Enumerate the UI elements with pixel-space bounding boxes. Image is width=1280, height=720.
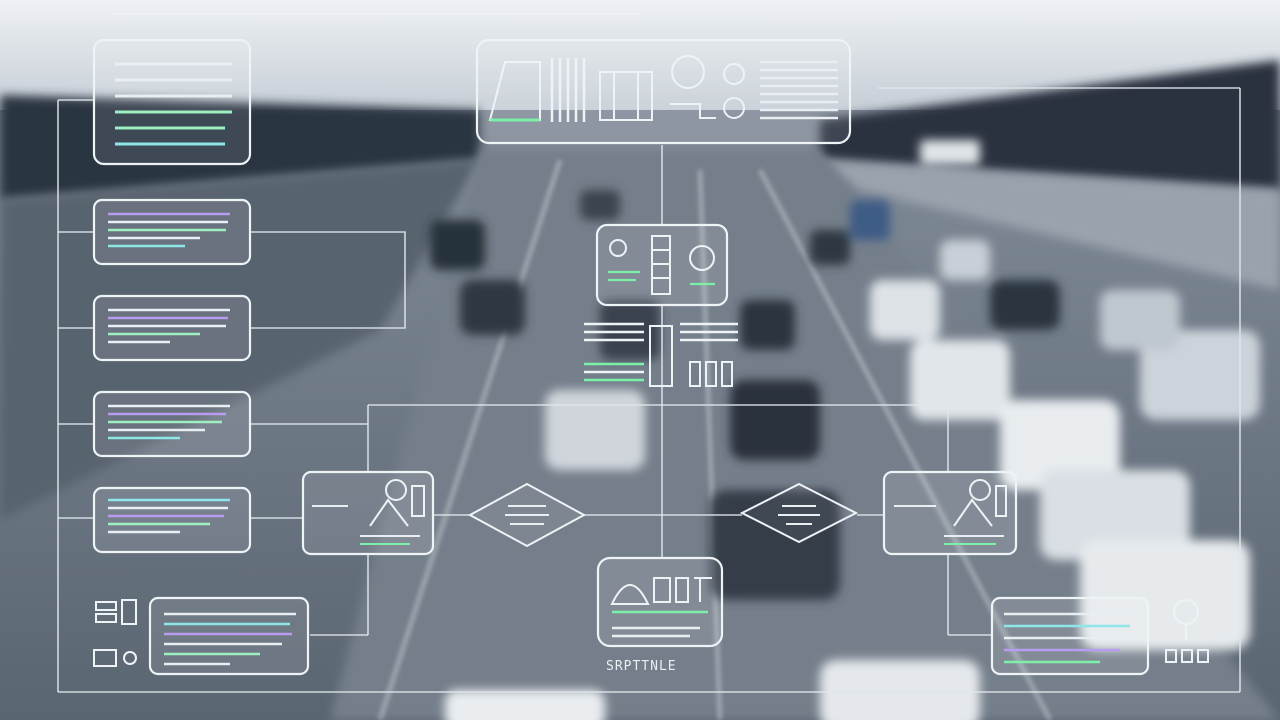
panel-center-middle [595, 223, 729, 307]
panel-left-2 [92, 198, 252, 266]
panel-bottom-center [596, 556, 724, 648]
panel-mid-left [301, 470, 435, 556]
panel-left-4 [92, 390, 252, 458]
panel-left-3 [92, 294, 252, 362]
network-node-icon [1165, 599, 1209, 663]
panel-bottom-right [990, 596, 1150, 676]
document-icon [584, 322, 738, 387]
panel-bottom-left [148, 596, 310, 676]
flowchart-icon [610, 577, 712, 605]
chart-icon [488, 58, 653, 122]
decision-diamond-right [739, 482, 859, 544]
server-icon [93, 599, 137, 667]
cloud-icon [670, 55, 745, 119]
connector-lines [57, 87, 1241, 693]
gear-icon [609, 235, 715, 295]
panel-top-center [475, 38, 852, 145]
bottom-caption: SRPTTNLE [606, 659, 677, 674]
panel-mid-right [882, 470, 1018, 556]
panel-left-5 [92, 486, 252, 554]
panel-top-left [92, 38, 252, 166]
decision-diamond-left [467, 482, 587, 548]
